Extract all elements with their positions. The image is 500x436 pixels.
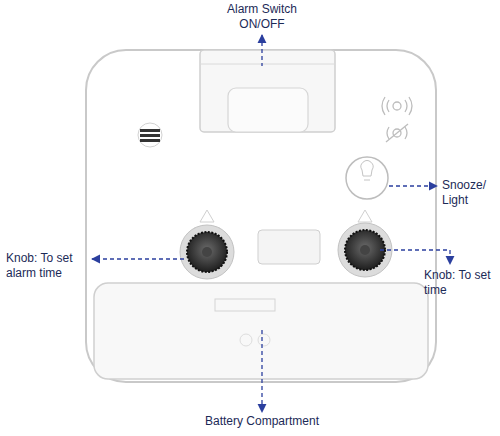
- callout-label: Battery Compartment: [172, 414, 352, 429]
- callout-label: Alarm Switch ON/OFF: [212, 2, 312, 32]
- callout-label: Knob: To set time: [424, 268, 496, 298]
- callout-label: Knob: To set alarm time: [6, 251, 88, 281]
- callout-label: Snooze/ Light: [442, 178, 496, 208]
